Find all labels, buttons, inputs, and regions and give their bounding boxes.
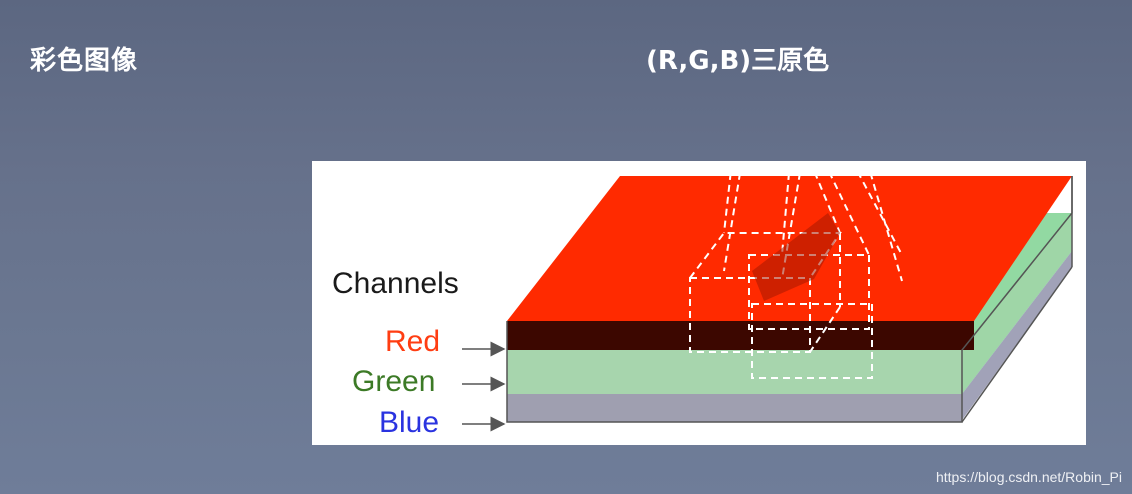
green-layer-side — [962, 213, 1072, 394]
rgb-channels-diagram: Channels Red Green Blue — [312, 161, 1086, 445]
slide-title: 彩色图像 — [30, 46, 139, 76]
stack-outline-right-edge — [961, 266, 1073, 423]
green-layer-front — [507, 350, 962, 394]
source-watermark: https://blog.csdn.net/Robin_Pi — [935, 469, 1122, 485]
channel-label-blue: Blue — [379, 406, 440, 439]
red-layer-front — [507, 321, 974, 350]
kernel-shadow — [752, 213, 840, 301]
channels-heading: Channels — [332, 267, 459, 300]
blue-layer-front — [507, 394, 962, 422]
blue-layer-side — [962, 251, 1072, 420]
channel-label-red: Red — [385, 325, 441, 358]
channel-label-green: Green — [352, 365, 436, 398]
slide-subtitle: (R,G,B)三原色 — [646, 46, 830, 76]
